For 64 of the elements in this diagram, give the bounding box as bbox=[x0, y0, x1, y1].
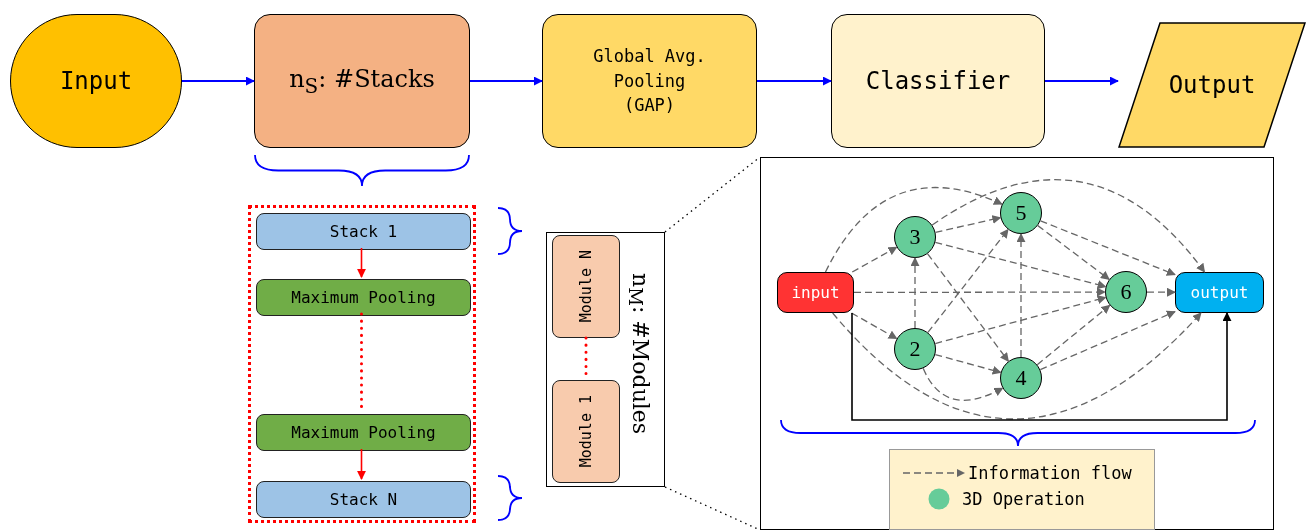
node-label: Module 1 bbox=[577, 395, 595, 468]
arrow bbox=[934, 353, 1002, 375]
arrow bbox=[182, 76, 255, 86]
pooling-box bbox=[256, 414, 471, 451]
operation-circle bbox=[894, 328, 936, 370]
node-label: Stack 1 bbox=[329, 222, 398, 241]
arrow bbox=[357, 448, 366, 480]
arrow bbox=[850, 312, 898, 340]
arrow bbox=[926, 253, 1010, 362]
node-label: input bbox=[791, 283, 840, 302]
module-box bbox=[552, 380, 620, 483]
node-label: 6 bbox=[1120, 279, 1132, 305]
node-label: Classifier bbox=[865, 67, 1011, 95]
node-label: n$_{S}$: #Stacks bbox=[289, 64, 435, 98]
input-node bbox=[777, 272, 854, 313]
stack-box bbox=[256, 481, 471, 518]
node-label: Maximum Pooling bbox=[291, 423, 436, 442]
process-box bbox=[831, 14, 1045, 148]
node-label: 3 bbox=[909, 224, 921, 250]
stack-group-frame bbox=[248, 205, 476, 523]
arrow bbox=[1036, 304, 1111, 366]
node-label: Maximum Pooling bbox=[291, 288, 436, 307]
legend-label: 3D Operation bbox=[962, 489, 1085, 509]
arrow bbox=[922, 367, 1004, 401]
node-label: Module N bbox=[577, 250, 595, 323]
arrow bbox=[1146, 287, 1176, 297]
arrow bbox=[927, 228, 1009, 334]
process-box bbox=[542, 14, 757, 148]
arrow bbox=[1039, 310, 1176, 371]
operation-circle bbox=[1105, 271, 1147, 313]
pooling-box bbox=[256, 279, 471, 316]
operation-circle bbox=[1000, 357, 1042, 399]
legend-label: Information flow bbox=[968, 463, 1132, 483]
arrow bbox=[824, 187, 1003, 273]
node-label: Input bbox=[59, 67, 133, 95]
arrow bbox=[851, 246, 898, 273]
node-label: Stack N bbox=[329, 490, 398, 509]
arrow bbox=[934, 241, 1107, 289]
arrow bbox=[470, 76, 543, 86]
module-group-box bbox=[546, 232, 665, 487]
node-label: output bbox=[1190, 283, 1249, 302]
node-label: Global Avg. Pooling (GAP) bbox=[592, 45, 707, 118]
output-node bbox=[1175, 272, 1264, 313]
arrow bbox=[357, 247, 366, 278]
output-parallelogram bbox=[1118, 22, 1306, 148]
node-label: 2 bbox=[909, 336, 921, 362]
arrow bbox=[910, 257, 920, 329]
arrow bbox=[757, 76, 832, 86]
node-label: 4 bbox=[1015, 365, 1027, 391]
process-box bbox=[254, 14, 470, 148]
arrow bbox=[1039, 220, 1176, 276]
module-box bbox=[552, 235, 620, 338]
arrow bbox=[934, 295, 1107, 345]
arrow bbox=[1016, 233, 1026, 358]
node-label: 5 bbox=[1015, 200, 1027, 226]
arrow bbox=[934, 215, 1002, 233]
operation-circle bbox=[1000, 192, 1042, 234]
arrow bbox=[1045, 76, 1119, 86]
node-label: Output bbox=[1168, 71, 1256, 99]
operation-circle bbox=[894, 216, 936, 258]
arrow bbox=[931, 179, 1206, 273]
arrow bbox=[1037, 225, 1110, 280]
stack-box bbox=[256, 213, 471, 250]
arrow bbox=[853, 287, 1106, 297]
